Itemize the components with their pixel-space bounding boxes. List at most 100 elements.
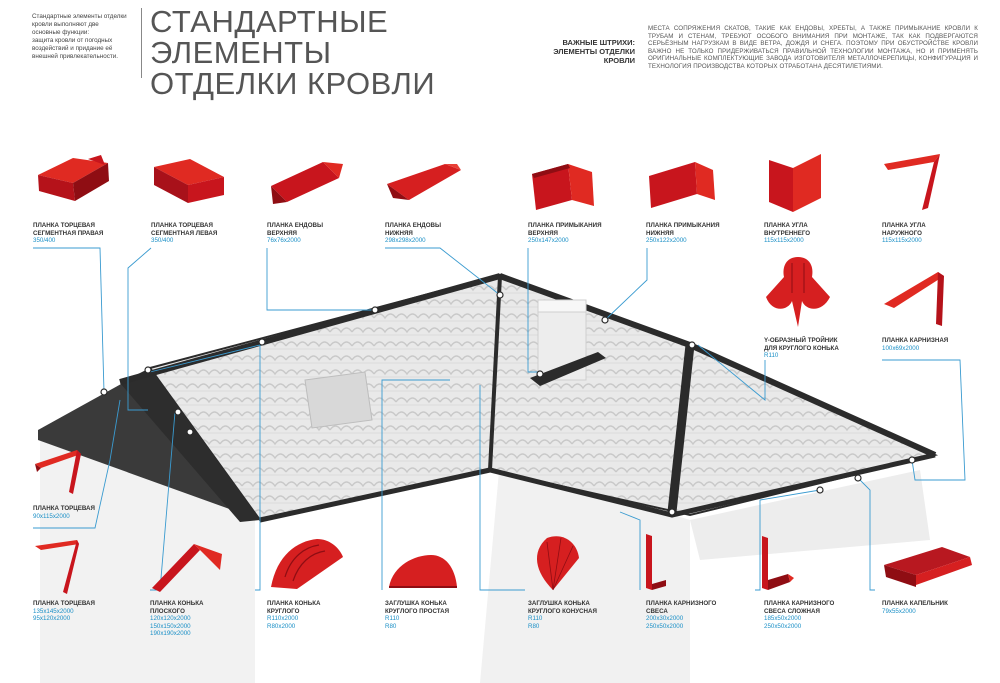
page-title: СТАНДАРТНЫЕ ЭЛЕМЕНТЫ ОТДЕЛКИ КРОВЛИ (150, 6, 435, 99)
main-ridge (119, 273, 501, 385)
item-size: 100x69x2000 (882, 344, 920, 352)
planka-ugla-naruzhnogo-image (884, 154, 940, 210)
planka-karniznogo-svesa-image (646, 534, 666, 590)
item-karniznaya: ПЛАНКА КАРНИЗНАЯ 100x69x2000 (882, 337, 948, 352)
item-name: ДЛЯ КРУГЛОГО КОНЬКА (764, 344, 839, 352)
middle-wall (480, 460, 690, 683)
item-size: 250x147x2000 (528, 237, 569, 244)
item-name: ПЛАНКА КАПЕЛЬНИК (882, 600, 948, 607)
accent-line: КРОВЛИ (603, 56, 635, 65)
skylight (304, 371, 373, 429)
valley-line (488, 275, 502, 471)
item-name: ПЛАНКА КАРНИЗНОГО (646, 600, 717, 607)
y-troynik-image (766, 257, 830, 327)
item-size: 115x115x2000 (882, 237, 922, 244)
item-size: 250x50x2000 (764, 622, 802, 630)
hip-valley (667, 344, 695, 513)
item-name: ПЛАНКА ТОРЦЕВАЯ (33, 505, 95, 512)
item-size: R110 (764, 352, 779, 359)
zaglushka-prostaya-image (389, 555, 457, 588)
zaglushka-konusnaya-image (536, 536, 579, 591)
item-size: 298x298x2000 (385, 237, 426, 244)
item-endovy-nizhnyaya: ПЛАНКА ЕНДОВЫ НИЖНЯЯ 298x298x2000 (385, 222, 441, 245)
item-name: ПЛАНКА КОНЬКА (267, 600, 321, 607)
item-size: 350/400 (33, 237, 56, 244)
item-name: КРУГЛОГО (267, 607, 300, 615)
item-size: 135x145x2000 (33, 607, 74, 615)
header-divider (141, 8, 142, 78)
item-size: 185x50x2000 (764, 615, 802, 622)
item-zaglushka-konusnaya: ЗАГЛУШКА КОНЬКА КРУГЛОГО КОНУСНАЯ R110 R… (528, 600, 597, 630)
item-name: ПЛАНКА КАРНИЗНАЯ (882, 337, 949, 344)
planka-konka-kruglogo-image (271, 539, 343, 589)
leader-lines (33, 247, 966, 591)
intro-line: кровли выполняют две (32, 21, 99, 28)
item-size: 190x190x2000 (150, 630, 191, 637)
item-karniznogo-svesa: ПЛАНКА КАРНИЗНОГО СВЕСА 200x30x2000 250x… (646, 600, 716, 630)
item-name: ВЕРХНЯЯ (267, 229, 297, 237)
item-name: ПЛАНКА ТОРЦЕВАЯ (151, 222, 213, 229)
item-primykaniya-nizhnyaya: ПЛАНКА ПРИМЫКАНИЯ НИЖНЯЯ 250x122x2000 (646, 222, 720, 245)
item-name: ВНУТРЕННЕГО (764, 229, 811, 237)
item-size: 76x76x2000 (267, 237, 301, 244)
item-name: НАРУЖНОГО (882, 229, 922, 237)
item-karniznogo-svesa-slozhnaya: ПЛАНКА КАРНИЗНОГО СВЕСА СЛОЖНАЯ 185x50x2… (764, 600, 834, 630)
item-size: R80x2000 (267, 622, 296, 630)
chimney-flashing (530, 352, 606, 386)
planka-tortsevaya-135-image (35, 540, 79, 594)
left-wall (40, 390, 255, 683)
chimney-cap (537, 299, 587, 313)
item-name: НИЖНЯЯ (646, 229, 674, 237)
left-gable-eave (38, 368, 260, 520)
item-name: ЗАГЛУШКА КОНЬКА (385, 600, 447, 607)
item-name: Y-ОБРАЗНЫЙ ТРОЙНИК (764, 337, 838, 344)
item-size: 95x120x2000 (33, 615, 71, 622)
planka-karniznaya-image (884, 272, 944, 326)
accent-line: ВАЖНЫЕ ШТРИХИ: (562, 38, 635, 47)
title-line: ЭЛЕМЕНТЫ (150, 35, 332, 70)
eave-line (259, 452, 936, 523)
planka-kapelnik-image (884, 547, 972, 587)
item-name: СЕГМЕНТНАЯ ПРАВАЯ (33, 229, 104, 237)
accent-paragraph: МЕСТА СОПРЯЖЕНИЯ СКАТОВ, ТАКИЕ КАК ЕНДОВ… (648, 25, 978, 70)
item-size: 90x115x2000 (33, 512, 70, 520)
item-name: СВЕСА (646, 607, 668, 615)
item-size: 150x150x2000 (150, 622, 191, 630)
planka-endovy-nizhnyaya-image (387, 164, 461, 200)
planka-ugla-vnutrennego-image (769, 154, 821, 212)
item-endovy-verhnyaya: ПЛАНКА ЕНДОВЫ ВЕРХНЯЯ 76x76x2000 (267, 222, 323, 245)
item-name: ПЛАНКА ПРИМЫКАНИЯ (528, 222, 602, 229)
item-tortsevaya-90: ПЛАНКА ТОРЦЕВАЯ 90x115x2000 (33, 505, 95, 520)
intro-line: защита кровли от погодных (32, 37, 113, 44)
planka-tortsevaya-segm-pravaya-image (38, 155, 109, 201)
item-troynik: Y-ОБРАЗНЫЙ ТРОЙНИК ДЛЯ КРУГЛОГО КОНЬКА R… (764, 337, 839, 360)
item-name: ПЛАНКА ЕНДОВЫ (385, 222, 442, 229)
item-name: КРУГЛОГО КОНУСНАЯ (528, 607, 597, 615)
item-kapelnik: ПЛАНКА КАПЕЛЬНИК 79x55x2000 (882, 600, 948, 615)
title-line: ОТДЕЛКИ КРОВЛИ (150, 66, 436, 101)
item-name: СВЕСА СЛОЖНАЯ (764, 607, 820, 615)
item-size: 250x50x2000 (646, 622, 684, 630)
item-name: ПЛАНКА КОНЬКА (150, 600, 204, 607)
intro-line: внешней привлекательности. (32, 53, 119, 60)
item-size: R80 (528, 622, 540, 630)
item-size: 115x115x2000 (764, 237, 804, 244)
accent-heading: ВАЖНЫЕ ШТРИХИ: ЭЛЕМЕНТЫ ОТДЕЛКИ КРОВЛИ (540, 38, 635, 65)
item-ugla-naruzhnogo: ПЛАНКА УГЛА НАРУЖНОГО 115x115x2000 (882, 222, 926, 245)
item-name: ПЛАНКА ЕНДОВЫ (267, 222, 324, 229)
item-tortsevaya-segm-levaya: ПЛАНКА ТОРЦЕВАЯ СЕГМЕНТНАЯ ЛЕВАЯ 350/400 (151, 222, 217, 245)
planka-primykaniya-nizhnyaya-image (649, 162, 715, 208)
item-size: R110 (528, 615, 543, 622)
item-name: КРУГЛОГО ПРОСТАЯ (385, 607, 450, 615)
item-konka-kruglogo: ПЛАНКА КОНЬКА КРУГЛОГО R110x2000 R80x200… (267, 600, 320, 630)
item-zaglushka-prostaya: ЗАГЛУШКА КОНЬКА КРУГЛОГО ПРОСТАЯ R110 R8… (385, 600, 449, 630)
left-verge (120, 368, 260, 522)
item-size: 79x55x2000 (882, 607, 916, 615)
item-name: ПЛАНКА УГЛА (764, 222, 808, 229)
item-name: ПЛАНКА КАРНИЗНОГО (764, 600, 835, 607)
intro-line: воздействий и придание её (32, 45, 113, 52)
planka-endovy-verhnyaya-image (271, 162, 343, 204)
intro-line: Стандартные элементы отделки (32, 13, 127, 20)
planka-konka-ploskogo-image (152, 544, 222, 592)
planka-karniznogo-svesa-slozhnaya-image (762, 536, 794, 590)
